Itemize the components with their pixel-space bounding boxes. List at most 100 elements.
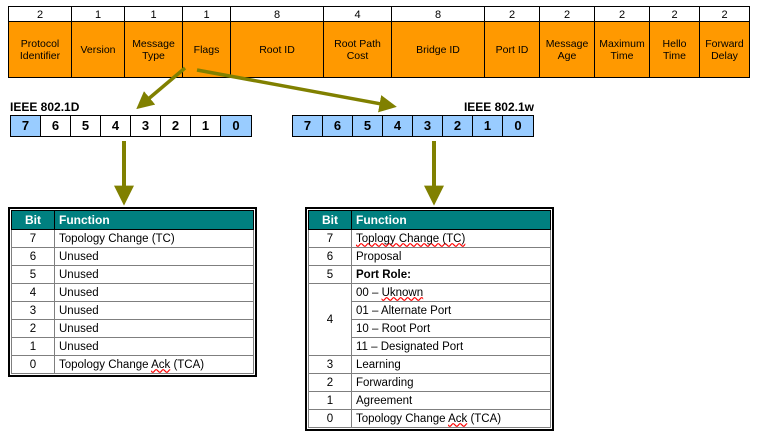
bit-function: Topology Change Ack (TCA) [54,355,254,374]
bit-number: 5 [308,265,352,284]
bit-number: 1 [308,391,352,410]
bpdu-field-name: Forward Delay [699,22,750,78]
bpdu-field-name: Maximum Time [594,22,649,78]
bit-cell-7: 7 [11,116,41,136]
bit-cell-2: 2 [161,116,191,136]
table-header-row: Bit Function [308,210,551,230]
bit-cell-4: 4 [383,116,413,136]
bpdu-field-byte-count: 2 [699,6,750,22]
bpdu-field-name: Root Path Cost [323,22,391,78]
table-row: 0 Topology Change Ack (TCA) [308,409,551,428]
port-role-option: 01 – Alternate Port [351,301,551,320]
bit-number: 7 [11,229,55,248]
bit-cell-3: 3 [413,116,443,136]
bpdu-field-name: Message Age [539,22,594,78]
bit-function: Unused [54,301,254,320]
bpdu-field-name: Protocol Identifier [8,22,71,78]
bit-function-port-role-heading: Port Role: [351,265,551,284]
column-header-bit: Bit [11,210,55,230]
bit-number: 4 [11,283,55,302]
table-row-port-role-option: 10 – Root Port [309,319,551,338]
bpdu-field-byte-count: 2 [8,6,71,22]
bpdu-field-name: Port ID [484,22,539,78]
bit-cell-6: 6 [323,116,353,136]
bit-cell-3: 3 [131,116,161,136]
table-row: 1 Agreement [308,391,551,410]
bit-cell-6: 6 [41,116,71,136]
bit-cell-5: 5 [71,116,101,136]
spellcheck-word: Ack [448,412,468,425]
bit-number: 6 [308,247,352,266]
bit-function: Unused [54,247,254,266]
bpdu-field-byte-count: 8 [391,6,484,22]
table-row: 2 Forwarding [308,373,551,392]
bit-function: Unused [54,319,254,338]
bit-number: 6 [11,247,55,266]
bit-cell-4: 4 [101,116,131,136]
bit-cell-7: 7 [293,116,323,136]
bit-number: 1 [11,337,55,356]
bit-function: Unused [54,265,254,284]
port-role-option: 11 – Designated Port [351,337,551,356]
dot1w-function-table-wrapper: Bit Function 7 Toplogy Change (TC) 6 Pro… [305,207,554,431]
table-row: 3 Learning [308,355,551,374]
bpdu-field-name: Message Type [124,22,182,78]
bpdu-field-name: Hello Time [649,22,699,78]
port-role-option: 10 – Root Port [351,319,551,338]
bit-number: 4 [308,283,352,356]
bit-function: Unused [54,337,254,356]
column-header-function: Function [351,210,551,230]
bit-function: Proposal [351,247,551,266]
bit-number: 2 [11,319,55,338]
table-row-port-role-option: 01 – Alternate Port [309,301,551,320]
table-row: 7 Toplogy Change (TC) [308,229,551,248]
bit-function: Agreement [351,391,551,410]
port-role-option-text-part: 00 – [356,286,382,299]
bit-function: Toplogy Change (TC) [351,229,551,248]
dot1w-function-table: Bit Function 7 Toplogy Change (TC) 6 Pro… [308,210,551,428]
bit-function: Forwarding [351,373,551,392]
bit-function: Unused [54,283,254,302]
bit-number: 5 [11,265,55,284]
bit-function: Learning [351,355,551,374]
bit-cell-2: 2 [443,116,473,136]
bpdu-field-byte-count: 1 [182,6,230,22]
bit-function-text-part: (TCA) [467,412,502,425]
bit-number: 2 [308,373,352,392]
bpdu-field-byte-count: 2 [484,6,539,22]
bit-number: 7 [308,229,352,248]
spellcheck-word: Ack [151,358,171,371]
bit-function-text-part: (TCA) [170,358,205,371]
bpdu-field-name: Bridge ID [391,22,484,78]
bit-function-text-part: Topology Change [59,358,152,371]
bit-cell-0: 0 [503,116,533,136]
bpdu-field-byte-count: 1 [71,6,124,22]
bit-function-text: Toplogy Change (TC) [356,232,466,245]
bit-cell-1: 1 [191,116,221,136]
column-header-function: Function [54,210,254,230]
bit-function: Topology Change Ack (TCA) [351,409,551,428]
bit-function-text-part: Topology Change [356,412,449,425]
dot1d-standard-label: IEEE 802.1D [10,100,80,114]
bit-number: 3 [11,301,55,320]
table-row-port-role-option: 4 00 – Uknown [308,283,551,356]
